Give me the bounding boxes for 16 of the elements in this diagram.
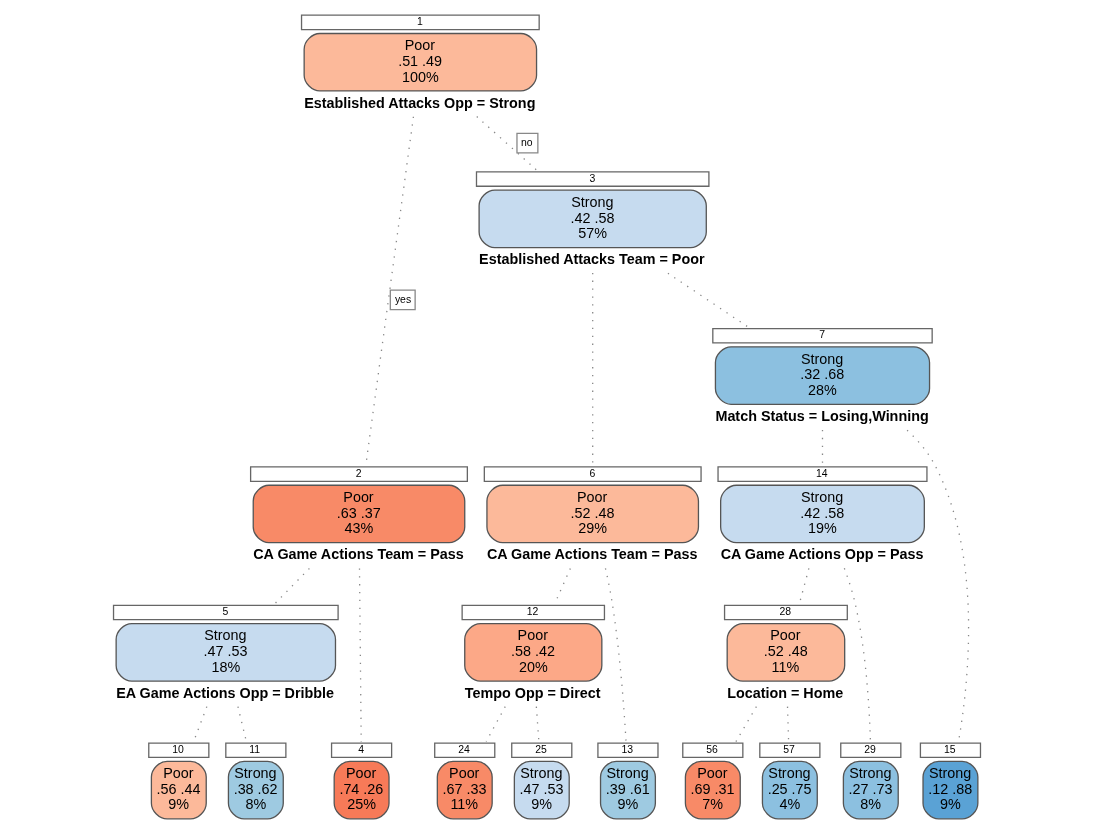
connector (485, 706, 506, 743)
node-label: CA Game Actions Team = Pass (486, 546, 697, 563)
node-label: CA Game Actions Team = Pass (252, 546, 464, 563)
node-label: Established Attacks Team = Poor (478, 251, 705, 268)
connector (274, 567, 310, 604)
connector (666, 272, 748, 328)
node-label: Location = Home (726, 684, 843, 701)
node-label: EA Game Actions Opp = Dribble (115, 684, 334, 701)
edge-label: no (520, 137, 533, 149)
node-label: Established Attacks Opp = Strong (303, 94, 535, 111)
connector (734, 706, 757, 743)
connector (604, 567, 627, 743)
node-label: Tempo Opp = Direct (464, 684, 601, 701)
node-label: Match Status = Losing,Winning (714, 408, 929, 424)
edge-label: yes (394, 293, 411, 305)
node-label: CA Game Actions Opp = Pass (720, 546, 923, 563)
